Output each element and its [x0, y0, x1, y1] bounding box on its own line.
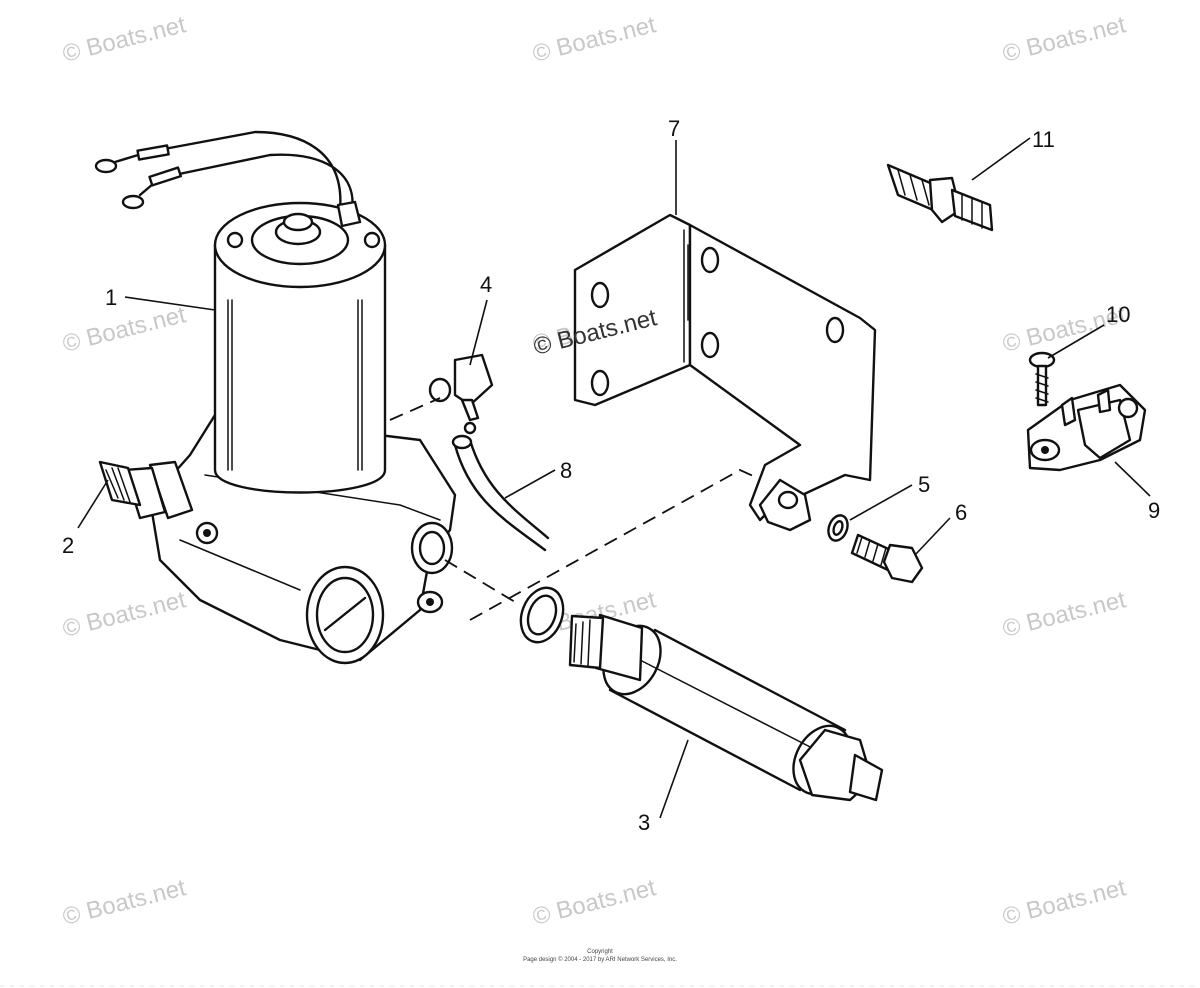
footer-page-design: Page design © 2004 - 2017 by ARI Network… — [523, 956, 677, 963]
wire-lower — [158, 153, 354, 214]
callout-8: 8 — [560, 458, 572, 483]
watermark: © Boats.net — [60, 874, 189, 931]
part-11-hose-barb — [886, 163, 994, 232]
wire-upper — [146, 130, 342, 212]
leader-lines — [77, 137, 1151, 819]
callout-4: 4 — [480, 272, 492, 297]
part-9-terminal-block — [1026, 383, 1147, 472]
part-3-filter — [568, 613, 884, 802]
watermark: © Boats.net — [60, 301, 189, 358]
watermark: © Boats.net — [60, 11, 189, 68]
part-2-fitting — [98, 460, 194, 520]
assembly-line — [469, 468, 791, 621]
watermark: © Boats.net — [60, 586, 189, 643]
callout-2: 2 — [62, 533, 74, 558]
part-4-elbow-fitting — [428, 353, 494, 435]
assembly-line — [389, 397, 441, 421]
callout-numbers: 1 2 3 4 5 6 7 8 9 10 11 — [62, 116, 1160, 835]
motor-can — [213, 243, 387, 494]
watermark: © Boats.net — [1000, 586, 1129, 643]
callout-5: 5 — [918, 472, 930, 497]
part-8-hose — [453, 443, 547, 552]
watermark: © Boats.net — [530, 11, 659, 68]
part-1-pump-motor — [94, 130, 457, 665]
callout-1: 1 — [105, 285, 117, 310]
callout-7: 7 — [668, 116, 680, 141]
bracket-side-plate — [688, 223, 877, 522]
watermark: © Boats.net — [1000, 874, 1129, 931]
watermark: © Boats.net — [1000, 11, 1129, 68]
callout-9: 9 — [1148, 498, 1160, 523]
ring-terminal — [94, 158, 118, 174]
callout-3: 3 — [638, 810, 650, 835]
callout-10: 10 — [1106, 302, 1130, 327]
ring-terminal — [121, 194, 145, 210]
callout-11: 11 — [1032, 127, 1055, 152]
callout-6: 6 — [955, 500, 967, 525]
watermark: © Boats.net — [530, 874, 659, 931]
part-6-bolt — [850, 533, 924, 584]
assembly-line — [444, 559, 521, 606]
part-10-screw — [1028, 351, 1056, 407]
part-7-bracket — [573, 213, 877, 532]
footer-copyright: Copyright — [587, 949, 613, 955]
